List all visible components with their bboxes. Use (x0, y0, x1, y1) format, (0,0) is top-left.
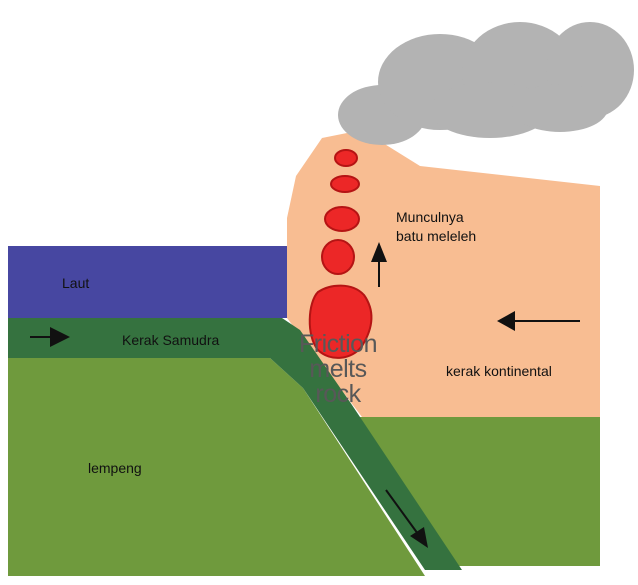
magma-rising-label: Munculnya batu meleleh (396, 208, 476, 246)
arrow-down-slab-icon (385, 489, 428, 548)
arrow-left-icon (497, 311, 580, 331)
arrow-right-icon (30, 327, 70, 347)
plate-layer (8, 358, 425, 576)
sea-label: Laut (62, 275, 90, 291)
magma-rising-label-line2: batu meleleh (396, 228, 477, 244)
continental-crust (287, 130, 600, 417)
friction-label-line3: rock (315, 380, 361, 408)
magma-blob (308, 284, 373, 359)
continental-crust-label: kerak kontinental (446, 363, 552, 379)
oceanic-crust-label: Kerak Samudra (122, 332, 220, 348)
continental-plate-base (350, 417, 600, 566)
friction-melts-rock-label: Friction melts rock (286, 332, 390, 407)
magma-blobs (308, 149, 373, 359)
magma-blob (321, 239, 355, 275)
arrows (30, 242, 580, 548)
arrow-up-icon (371, 242, 387, 287)
sea-layer (8, 246, 293, 318)
magma-blob (330, 175, 360, 193)
magma-blob (324, 206, 360, 232)
smoke-cloud (338, 22, 634, 145)
friction-label-line2: melts (309, 355, 367, 383)
friction-label-line1: Friction (299, 330, 377, 358)
plate-label: lempeng (88, 460, 142, 476)
magma-rising-label-line1: Munculnya (396, 209, 464, 225)
magma-blob (334, 149, 358, 167)
